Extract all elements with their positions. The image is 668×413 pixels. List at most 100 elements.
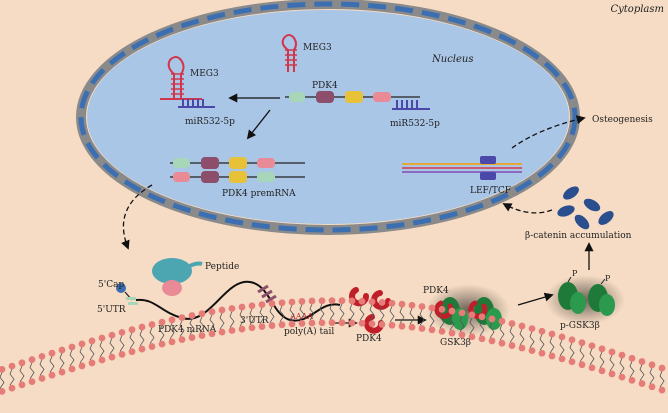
lipid-tail [49, 356, 55, 373]
lipid-head [308, 297, 316, 305]
utr5-label: 5'UTR [97, 305, 126, 315]
lipid-tail [79, 346, 85, 364]
cap-label: 5'Cap [98, 280, 124, 290]
lipid-tail [169, 322, 175, 340]
lipid-head [218, 306, 226, 314]
lipid-tail [429, 310, 435, 328]
lipid-head [408, 301, 416, 309]
lipid-head [428, 304, 436, 312]
aaaa-label: AAAA [289, 312, 313, 321]
lipid-head [248, 324, 256, 332]
lipid-head [158, 318, 166, 326]
arrow-catenin-to-lef [502, 203, 553, 214]
lipid-head [38, 352, 46, 360]
lipid-head [578, 361, 586, 369]
osteogenesis-label: Osteogenesis [592, 115, 653, 125]
lipid-tail [279, 305, 285, 322]
lipid-tail [399, 307, 405, 324]
lipid-head [568, 358, 576, 366]
lipid-tail [629, 361, 635, 378]
lipid-tail [89, 343, 95, 361]
lipid-head [288, 298, 296, 306]
lipid-head [368, 298, 376, 306]
lipid-head [198, 332, 206, 339]
lipid-head [398, 300, 406, 308]
nucleoplasm [87, 10, 569, 224]
lipid-head [118, 350, 126, 358]
lipid-tail [59, 352, 65, 370]
lipid-head [258, 323, 266, 330]
lipid-tail [639, 364, 645, 381]
lipid-tail [469, 317, 475, 334]
lipid-head [338, 319, 346, 327]
lipid-head [308, 319, 316, 327]
lipid-head [478, 335, 486, 343]
lipid-head [638, 358, 646, 365]
meg3-left-label: MEG3 [190, 69, 219, 79]
lipid-head [168, 338, 176, 346]
lipid-head [268, 300, 276, 307]
lipid-head [328, 297, 336, 305]
lipid-head [598, 367, 606, 375]
lipid-head [88, 359, 96, 367]
lipid-head [338, 297, 346, 305]
lipid-tail [0, 372, 5, 389]
lipid-head [228, 305, 236, 312]
lipid-tail [269, 306, 275, 323]
lipid-tail [529, 331, 535, 348]
lipid-tail [319, 303, 325, 320]
pdk4-premrna-label: PDK4 premRNA [222, 189, 296, 199]
lipid-head [568, 336, 576, 344]
lipid-head [508, 320, 516, 327]
lipid-head [128, 348, 136, 356]
lipid-head [68, 365, 76, 373]
lipid-tail [389, 306, 395, 323]
lipid-tail [439, 312, 445, 329]
lipid-head [178, 314, 186, 322]
lipid-head [488, 337, 496, 345]
lipid-head [578, 339, 586, 347]
lipid-tail [239, 309, 245, 327]
beta-catenin-cluster-icon [557, 186, 614, 230]
arrow-mrna-export [121, 184, 153, 250]
lipid-tail [649, 367, 655, 385]
lipid-head [468, 311, 476, 319]
lipid-tail [139, 329, 145, 347]
lipid-head [438, 328, 446, 335]
lipid-head [178, 336, 186, 344]
lipid-head [28, 378, 36, 386]
lipid-head [658, 364, 666, 372]
nuclear-pores [78, 1, 578, 233]
lipid-tail [309, 303, 315, 321]
lipid-head [518, 322, 526, 330]
lipid-tail [159, 324, 165, 342]
lipid-tail [129, 332, 135, 349]
lipid-tail [29, 362, 35, 379]
ribosome-icon [152, 258, 203, 296]
lipid-head [658, 386, 666, 394]
lipid-tail [509, 326, 515, 343]
nucleus-label: Nucleus [431, 54, 473, 65]
lipid-tail [149, 327, 155, 344]
lipid-head [278, 299, 286, 307]
mir-left-label: miR532-5p [185, 117, 235, 127]
lipid-head [288, 320, 296, 328]
lipid-head [58, 346, 66, 354]
lipid-head [438, 306, 446, 313]
lipid-tail [119, 335, 125, 352]
lipid-head [48, 349, 56, 357]
lipid-head [28, 356, 36, 364]
lipid-head [208, 330, 216, 338]
lipid-head [278, 321, 286, 329]
lipid-tail [229, 311, 235, 328]
lipid-tail [109, 337, 115, 355]
lipid-head [88, 337, 96, 345]
lipid-head [258, 301, 266, 308]
lipid-head [188, 334, 196, 341]
arrow-gene-to-premrna [246, 109, 271, 140]
pdk4-gene-label: PDK4 [312, 81, 338, 91]
lipid-tail [259, 307, 265, 324]
lipid-tail [289, 304, 295, 322]
lipid-tail [209, 314, 215, 331]
